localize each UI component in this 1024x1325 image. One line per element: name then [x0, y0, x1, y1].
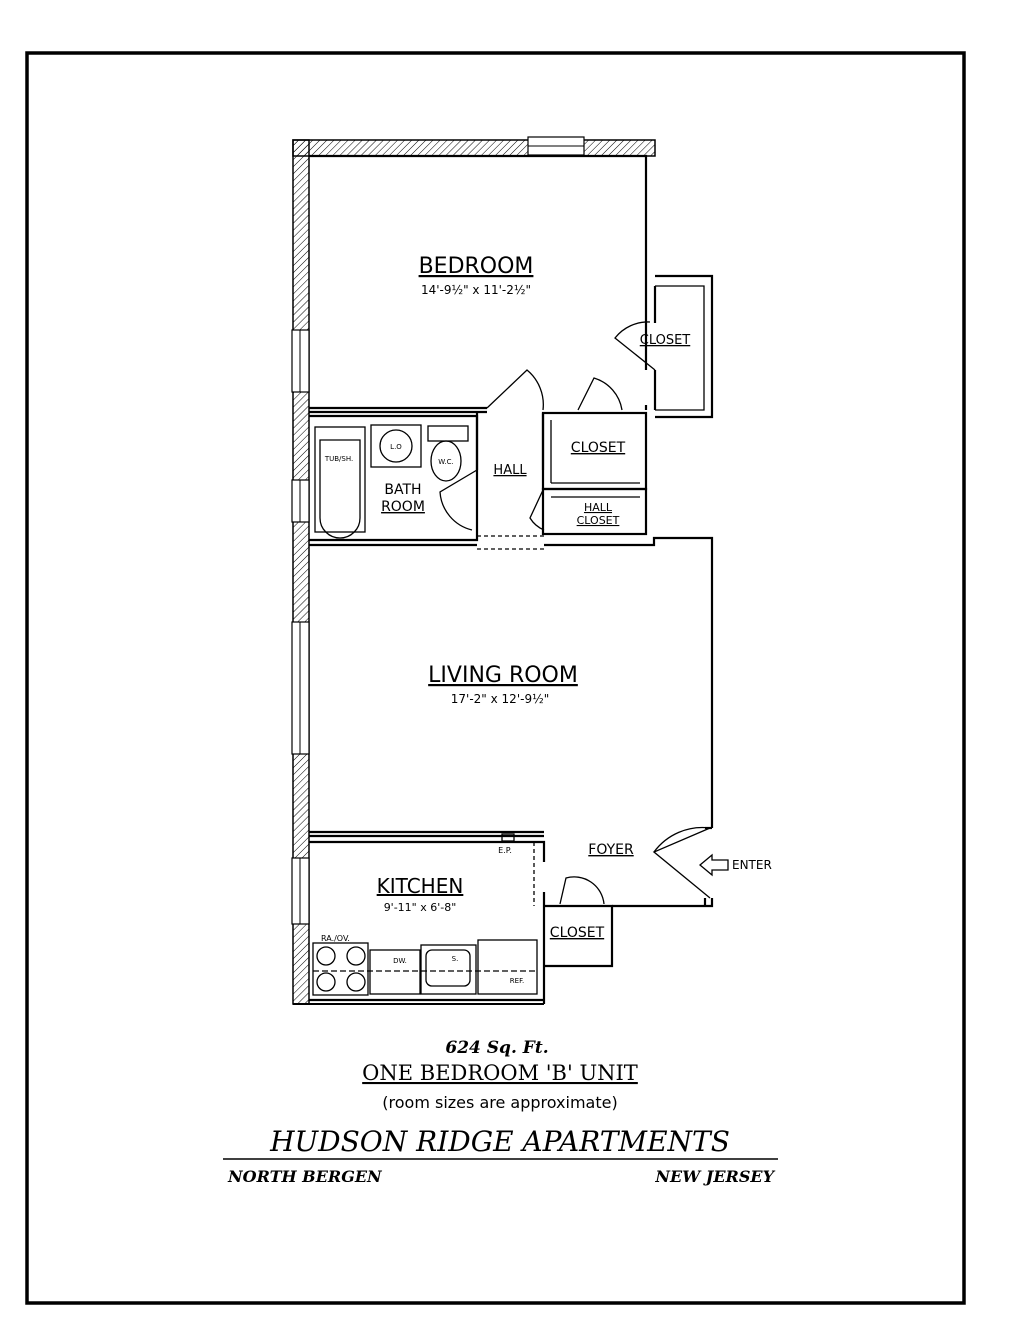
bedroom-name: BEDROOM — [419, 254, 534, 279]
doors — [439, 321, 711, 905]
enter-label: ENTER — [732, 858, 772, 872]
hall-label: HALL — [493, 463, 527, 478]
closet-hall-upper-label: CLOSET — [571, 440, 626, 456]
living-room-name: LIVING ROOM — [428, 663, 578, 688]
sink-label: S. — [452, 955, 459, 963]
bedroom-size: 14'-9½" x 11'-2½" — [421, 283, 531, 297]
ref-label: REF. — [510, 977, 524, 985]
lav-label: L.O — [390, 443, 402, 451]
hall-closet-label-line2: CLOSET — [577, 514, 620, 527]
kitchen-name: KITCHEN — [377, 874, 464, 898]
bath-label-line1: BATH — [384, 482, 421, 498]
living-room-size: 17'-2" x 12'-9½" — [451, 692, 549, 706]
wc-label: W.C. — [438, 458, 453, 466]
tub-label: TUB/SH. — [324, 455, 353, 463]
kitchen-size: 9'-11" x 6'-8" — [384, 901, 457, 914]
hall-closet-label-line1: HALL — [584, 501, 613, 514]
windows — [291, 136, 585, 925]
city-text: NORTH BERGEN — [227, 1167, 383, 1186]
bathroom-fixtures — [314, 424, 469, 539]
ep-label: E.P. — [498, 846, 512, 855]
closet-bedroom-label: CLOSET — [640, 333, 691, 348]
page-border — [25, 51, 966, 1305]
kitchen-fixtures — [312, 833, 538, 996]
unit-title: ONE BEDROOM 'B' UNIT — [362, 1061, 638, 1085]
enter-arrow-icon — [698, 853, 729, 877]
interior-walls — [309, 154, 714, 1004]
bath-label-line2: ROOM — [381, 499, 425, 515]
area-text: 624 Sq. Ft. — [445, 1038, 548, 1058]
foyer-label: FOYER — [588, 842, 634, 858]
dw-label: DW. — [393, 957, 407, 965]
complex-name: HUDSON RIDGE APARTMENTS — [269, 1125, 730, 1158]
closet-foyer-label: CLOSET — [550, 925, 605, 941]
approx-note: (room sizes are approximate) — [382, 1093, 617, 1112]
range-label: RA./OV. — [321, 934, 350, 943]
state-text: NEW JERSEY — [654, 1167, 775, 1186]
